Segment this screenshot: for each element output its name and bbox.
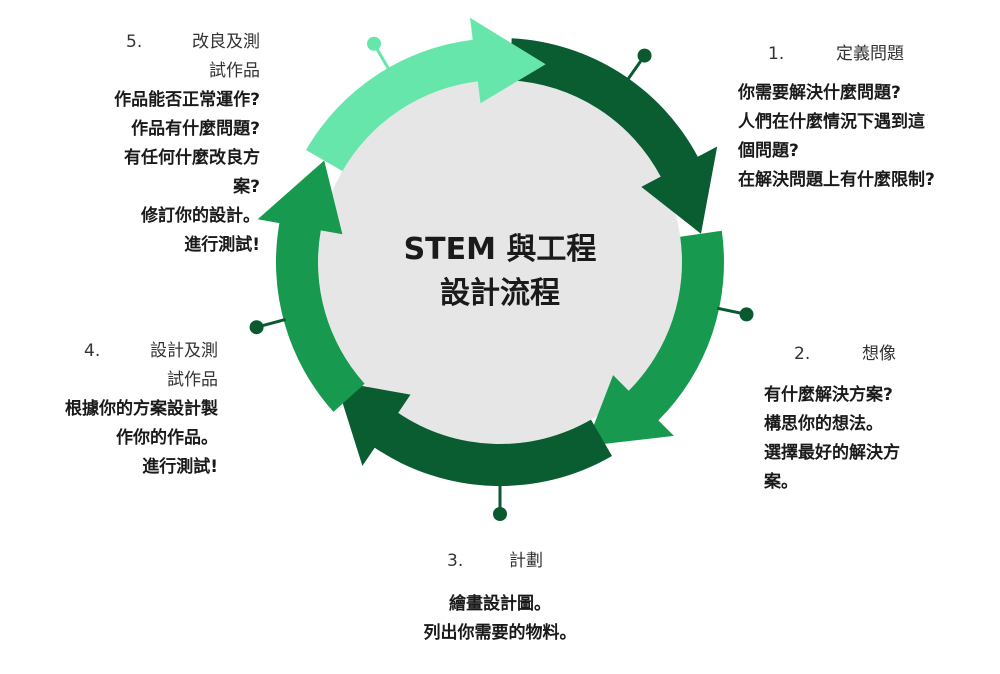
step-2: 2. 想像 有什麼解決方案? 構思你的想法。 選擇最好的解決方 案。 <box>764 340 900 497</box>
marker-line-step-1 <box>626 59 643 82</box>
step-3-number: 3. <box>447 551 464 571</box>
step-4-title: 設計及測 <box>150 341 218 361</box>
step-1-line: 在解決問題上有什麼限制? <box>738 170 935 190</box>
marker-dot-step-5 <box>367 36 381 51</box>
marker-dot-step-1 <box>637 48 652 63</box>
step-5: 5. 改良及測 試作品 作品能否正常運作? 作品有什麼問題? 有任何什麼改良方 案… <box>30 28 260 260</box>
step-3-heading: 3. 計劃 <box>340 547 660 576</box>
center-title: STEM 與工程 設計流程 <box>380 228 620 316</box>
step-2-heading: 2. 想像 <box>764 340 900 369</box>
step-4-heading: 4. 設計及測 <box>10 337 218 366</box>
step-5-line: 有任何什麼改良方 <box>124 148 260 168</box>
step-1-title: 定義問題 <box>836 44 904 64</box>
step-1-heading: 1. 定義問題 <box>738 40 935 69</box>
step-5-description: 作品能否正常運作? 作品有什麼問題? 有任何什麼改良方 案? 修訂你的設計。 進… <box>30 86 260 260</box>
step-2-description: 有什麼解決方案? 構思你的想法。 選擇最好的解決方 案。 <box>764 381 900 497</box>
step-1-line: 人們在什麼情況下遇到這 <box>738 112 925 132</box>
step-4-description: 根據你的方案設計製 作你的作品。 進行測試! <box>10 395 218 482</box>
step-3: 3. 計劃 繪畫設計圖。 列出你需要的物料。 <box>340 547 660 648</box>
step-2-line: 構思你的想法。 <box>764 414 883 434</box>
step-3-title: 計劃 <box>509 551 543 571</box>
step-1: 1. 定義問題 你需要解決什麼問題? 人們在什麼情況下遇到這 個問題? 在解決問題… <box>738 40 935 195</box>
step-1-line: 你需要解決什麼問題? <box>738 83 901 103</box>
step-5-line: 修訂你的設計。 <box>141 206 260 226</box>
marker-line-step-4 <box>261 318 286 328</box>
step-4-line: 根據你的方案設計製 <box>65 399 218 419</box>
step-4: 4. 設計及測 試作品 根據你的方案設計製 作你的作品。 進行測試! <box>10 337 218 482</box>
step-2-title: 想像 <box>862 344 896 364</box>
marker-line-step-5 <box>375 48 391 71</box>
step-1-line: 個問題? <box>738 141 799 161</box>
step-5-heading: 5. 改良及測 <box>30 28 260 57</box>
segment-step-4 <box>257 160 365 412</box>
step-markers <box>249 36 754 521</box>
step-5-line: 作品有什麼問題? <box>131 119 260 139</box>
step-4-title-cont: 試作品 <box>167 370 218 390</box>
step-1-description: 你需要解決什麼問題? 人們在什麼情況下遇到這 個問題? 在解決問題上有什麼限制? <box>738 79 935 195</box>
segment-step-2 <box>585 230 724 446</box>
center-circle <box>318 80 682 444</box>
step-5-title-cont: 試作品 <box>209 61 260 81</box>
step-2-number: 2. <box>794 344 811 364</box>
segment-step-3 <box>335 381 612 487</box>
step-3-description: 繪畫設計圖。 列出你需要的物料。 <box>340 590 660 648</box>
center-title-line2: 設計流程 <box>440 276 560 311</box>
step-5-title: 改良及測 <box>192 32 260 52</box>
step-4-line: 進行測試! <box>142 457 218 477</box>
step-4-number: 4. <box>84 341 101 361</box>
segment-step-1 <box>509 38 718 234</box>
marker-dot-step-4 <box>249 320 264 335</box>
step-5-line: 進行測試! <box>184 235 260 255</box>
step-2-line: 有什麼解決方案? <box>764 385 893 405</box>
step-1-number: 1. <box>768 44 785 64</box>
step-3-line: 繪畫設計圖。 <box>449 594 551 614</box>
cycle-segments <box>257 17 724 487</box>
step-5-line: 作品能否正常運作? <box>114 90 260 110</box>
step-5-number: 5. <box>126 32 143 52</box>
step-4-line: 作你的作品。 <box>116 428 218 448</box>
center-title-line1: STEM 與工程 <box>403 232 597 267</box>
segment-step-5 <box>306 17 546 171</box>
step-2-line: 選擇最好的解決方 <box>764 443 900 463</box>
step-3-line: 列出你需要的物料。 <box>423 623 577 643</box>
marker-dot-step-3 <box>493 507 507 521</box>
marker-line-step-2 <box>716 306 741 315</box>
step-2-line: 案。 <box>764 472 798 492</box>
step-5-line: 案? <box>233 177 260 197</box>
marker-dot-step-2 <box>739 307 754 322</box>
